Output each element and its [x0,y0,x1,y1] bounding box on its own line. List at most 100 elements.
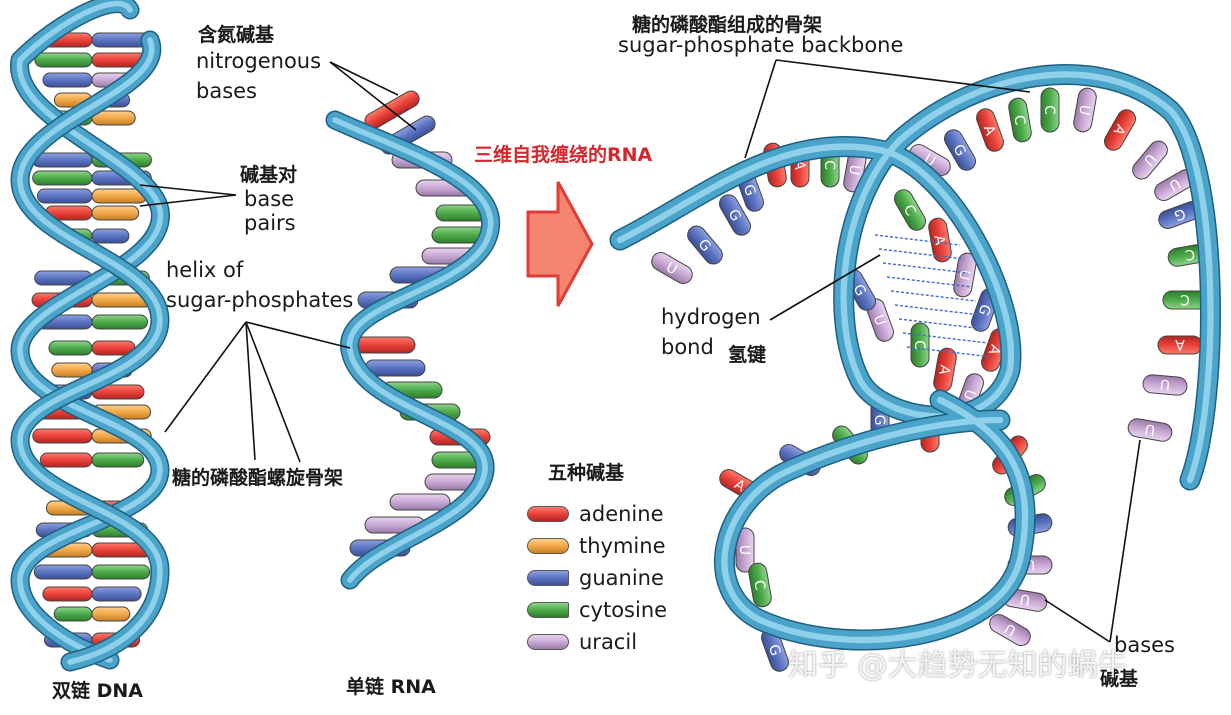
hydrogen-bond-zh-label: 氢键 [728,344,767,366]
backbone-en-label: sugar-phosphate backbone [618,33,904,57]
uracil-swatch [527,634,569,650]
dna-base-cytosine [32,170,93,186]
base-letter: U [845,163,863,176]
leader-line [775,59,1031,93]
folded-rna-base-uracil: U [989,614,1031,646]
base-letter: C [821,160,837,170]
leader-line [1044,599,1111,643]
legend-label-adenine: adenine [579,502,664,526]
legend-item-uracil: uracil [527,629,637,655]
hydrogen-bond-line [874,234,961,246]
hydrogen-bond-line [894,304,981,316]
dna-base-adenine [42,586,93,602]
bases-zh-label: 碱基 [1100,668,1139,690]
base-letter: U [736,545,752,555]
base-letter: C [1180,291,1190,307]
base-letter: A [930,234,947,247]
folded-rna-base-adenine: A [933,347,957,393]
folded-rna-base-guanine: G [719,194,751,236]
dna-base-thymine [91,110,136,126]
folded-rna-base-uracil: U [735,527,755,573]
dna-base-cytosine [91,564,151,580]
hydrogen-bond-line [878,248,965,260]
leader-line [245,321,301,463]
base-letter: C [1183,245,1196,262]
leader-line [245,321,351,349]
hydrogen-bond-line [882,262,969,274]
leader-line [329,61,417,131]
folded-rna-base-guanine: G [761,628,789,672]
backbone-highlight [17,37,163,665]
nitrogenous-bases-zh-label: 含氮碱基 [198,24,275,46]
helix-zh-label: 糖的磷酸酯螺旋骨架 [172,467,344,489]
base-letter: G [871,415,887,426]
leader-line [1109,439,1141,643]
leader-line [139,194,237,207]
base-letter: C [1041,105,1057,115]
dna-base-guanine [33,564,93,580]
folded-rna-base-cytosine: C [894,189,926,231]
leader-line [329,61,399,96]
legend-item-guanine: guanine [527,565,664,591]
dna-base-guanine [36,188,93,204]
dna-base-guanine [91,586,142,602]
base-pairs-en-label-2: pairs [244,211,296,235]
leader-line [245,321,256,461]
folded-rna-base-guanine: G [944,129,976,171]
hydrogen-bond-line [890,290,977,302]
hydrogen-bond-line [902,332,989,344]
legend-item-adenine: adenine [527,501,664,527]
dna-base-adenine [32,428,93,444]
thymine-swatch [527,538,569,554]
folded-rna-base-uracil: U [1132,140,1168,180]
legend-title: 五种碱基 [548,462,625,484]
rna-title: 单链 RNA [346,676,436,698]
hydrogen-bond-en-label-2: bond [661,335,714,359]
right-arrow-icon [526,181,594,307]
dna-base-guanine [32,152,93,168]
base-letter: U [1075,103,1093,116]
folded-rna-base-uracil: U [651,252,693,284]
folded-rna-base-adenine: A [1157,335,1203,355]
guanine-swatch [527,570,569,586]
hydrogen-bond-en-label-1: hydrogen [661,305,761,329]
adenine-swatch [527,506,569,522]
folded-rna-base-cytosine: C [1008,97,1032,143]
dna-base-cytosine [91,452,145,468]
hydrogen-bond-line [886,276,973,288]
folded-rna-base-adenine: A [1104,109,1136,151]
base-letter: G [740,183,759,199]
hydrogen-bond-line [906,346,993,358]
dna-base-thymine [91,606,131,622]
folded-rna-base-cytosine: C [910,322,930,368]
rna-3d-label: 三维自我缠绕的RNA [474,144,653,166]
base-letter: A [791,160,807,170]
dna-base-thymine [51,362,93,378]
dna-base-cytosine [48,340,93,356]
folded-rna-base-uracil: U [1142,374,1188,396]
base-pairs-en-label-1: base [244,187,295,211]
base-letter: U [1025,556,1035,572]
leader-line [164,321,247,433]
backbone-highlight [332,117,494,583]
base-letter: G [975,302,994,318]
base-letter: U [1159,376,1171,393]
folded-rna-base-uracil: U [1127,418,1173,442]
bases-en-label: bases [1114,633,1176,657]
dna-title: 双链 DNA [52,680,143,702]
legend-label-thymine: thymine [579,534,666,558]
legend-item-thymine: thymine [527,533,666,559]
hydrogen-bond-line [898,318,985,330]
nitrogenous-bases-en-label-2: bases [196,79,258,103]
base-letter: A [935,364,952,377]
rna-base-uracil [389,493,451,511]
rna-base-adenine [354,336,416,354]
dna-base-adenine [39,452,93,468]
folded-rna-base-adenine: A [976,108,1004,152]
leader-line [139,184,237,196]
legend-label-cytosine: cytosine [579,598,668,622]
backbone-highlight [721,396,1029,644]
base-letter: G [765,643,784,659]
base-letter: U [1144,420,1157,438]
